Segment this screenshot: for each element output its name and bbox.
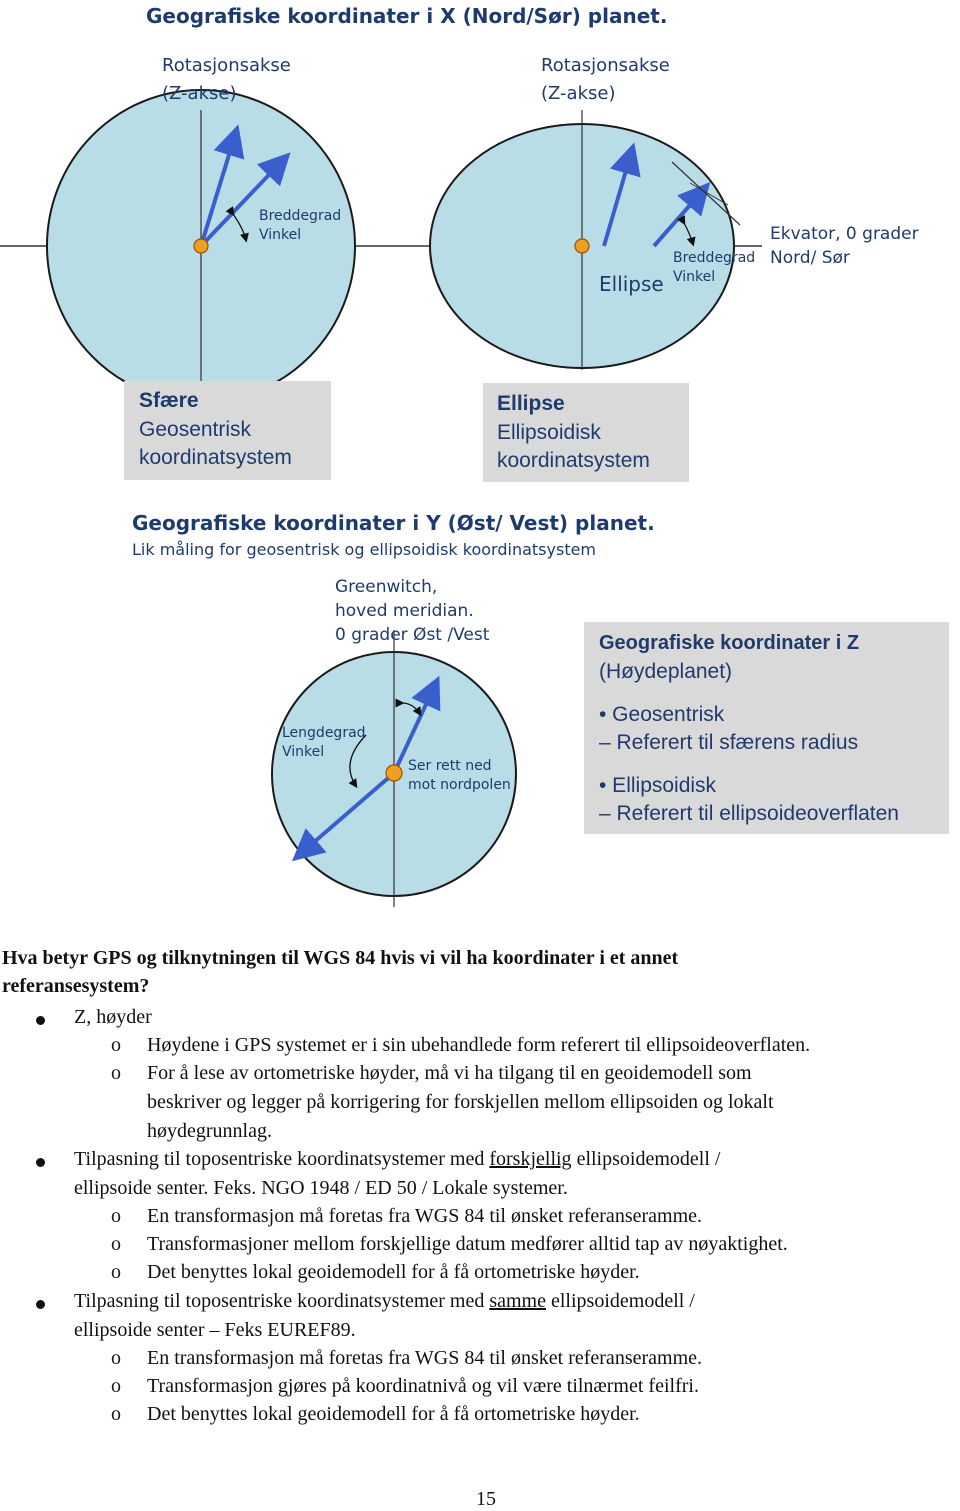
bullet-1-text: Z, høyder	[74, 1006, 152, 1028]
sphere-box-title: Sfære	[139, 389, 199, 412]
ellipse-label: Ellipse	[599, 272, 664, 296]
bullet-2-sub-2: Transformasjoner mellom forskjellige dat…	[147, 1233, 788, 1255]
bullet-1-sub-2-line-3: høydegrunnlag.	[147, 1120, 272, 1142]
z-box-item-2: • Ellipsoidisk	[599, 774, 717, 797]
sphere-angle-label-1: Breddegrad	[259, 208, 342, 224]
bullet-2-underlined: forskjellig	[489, 1148, 572, 1170]
sphere-box-line-1: Geosentrisk	[139, 418, 252, 441]
sub-marker: o	[111, 1375, 121, 1397]
z-box-subtitle: (Høydeplanet)	[599, 660, 733, 683]
sub-marker: o	[111, 1034, 121, 1056]
bullet-2-line-2: ellipsoide senter. Feks. NGO 1948 / ED 5…	[74, 1177, 568, 1199]
bullet-2-dot	[36, 1158, 45, 1167]
sphere-info-box: Sfære Geosentrisk koordinatsystem	[124, 381, 331, 480]
ellipse-angle-arc	[676, 215, 696, 247]
greenwich-label-1: Greenwitch,	[335, 577, 438, 597]
longitude-arrow	[291, 771, 396, 862]
bullet-2-text-pre: Tilpasning til toposentriske koordinatsy…	[74, 1148, 490, 1170]
sphere-arrow-lat	[199, 152, 291, 248]
z-plane-box: Geografiske koordinater i Z (Høydeplanet…	[584, 622, 949, 834]
polar-angle-arc-top	[395, 698, 422, 717]
bullet-3-sub-2: Transformasjon gjøres på koordinatnivå o…	[147, 1375, 699, 1397]
z-box-item-1: • Geosentrisk	[599, 703, 725, 726]
ellipse-box-line-1: Ellipsoidisk	[497, 421, 601, 444]
polar-angle-arc-left	[348, 734, 367, 789]
ellipse-center	[574, 238, 590, 254]
y-plane-title: Geografiske koordinater i Y (Øst/ Vest) …	[132, 511, 655, 535]
bullet-3-line-1: Tilpasning til toposentriske koordinatsy…	[74, 1290, 695, 1313]
bullet-3-text-post: ellipsoidemodell /	[546, 1290, 695, 1312]
z-box-item-1-sub: – Referert til sfærens radius	[599, 731, 859, 754]
figure-graphics	[0, 89, 762, 907]
x-plane-title: Geografiske koordinater i X (Nord/Sør) p…	[146, 4, 668, 28]
sub-marker: o	[111, 1233, 121, 1255]
greenwich-label-2: hoved meridian.	[335, 601, 474, 621]
ellipse-normal-short	[689, 182, 729, 206]
bullet-1-sub-2-line-1: For å lese av ortometriske høyder, må vi…	[147, 1062, 752, 1084]
bullet-3-sub-3: Det benyttes lokal geoidemodell for å få…	[147, 1403, 640, 1425]
sphere-angle-arc	[225, 206, 249, 243]
bullet-3-dot	[36, 1300, 45, 1309]
lengdegrad-label-2: Vinkel	[282, 744, 325, 760]
bullet-1-dot	[36, 1016, 45, 1025]
bullet-3-text-pre: Tilpasning til toposentriske koordinatsy…	[74, 1290, 490, 1312]
north-pole-label-2: mot nordpolen	[408, 777, 511, 793]
polar-center	[385, 764, 403, 782]
north-pole-label-1: Ser rett ned	[408, 758, 492, 774]
bullet-1-sub-2-line-2: beskriver og legger på korrigering for f…	[147, 1091, 774, 1113]
y-plane-subtitle: Lik måling for geosentrisk og ellipsoidi…	[132, 540, 597, 559]
ellipse-info-box: Ellipse Ellipsoidisk koordinatsystem	[483, 383, 689, 482]
bullet-2-sub-1: En transformasjon må foretas fra WGS 84 …	[147, 1205, 702, 1227]
ellipse-angle-label-2: Vinkel	[673, 269, 716, 285]
ellipse-box-title: Ellipse	[497, 392, 565, 415]
ellipse-box-line-2: koordinatsystem	[497, 449, 650, 472]
sub-marker: o	[111, 1062, 121, 1084]
sphere-center	[193, 238, 209, 254]
page-number: 15	[476, 1488, 496, 1510]
sub-marker: o	[111, 1347, 121, 1369]
sphere-box-line-2: koordinatsystem	[139, 446, 292, 469]
ellipse-arrow-axis	[602, 142, 641, 247]
ellipse-angle-label-1: Breddegrad	[673, 250, 756, 266]
z-box-title: Geografiske koordinater i Z	[599, 632, 860, 654]
bullet-2-line-1: Tilpasning til toposentriske koordinatsy…	[74, 1148, 720, 1171]
section-heading-line-1: Hva betyr GPS og tilknytningen til WGS 8…	[2, 947, 679, 969]
axis-label-left-1: Rotasjonsakse	[162, 55, 291, 76]
sub-marker: o	[111, 1403, 121, 1425]
bullet-3-underlined: samme	[489, 1290, 546, 1312]
ellipse-tangent	[671, 161, 741, 226]
sub-marker: o	[111, 1261, 121, 1283]
equator-label-2: Nord/ Sør	[770, 248, 850, 268]
sphere-angle-label-2: Vinkel	[259, 227, 302, 243]
bullet-1-sub-1: Høydene i GPS systemet er i sin ubehandl…	[147, 1034, 811, 1056]
z-box-item-2-sub: – Referert til ellipsoideoverflaten	[599, 802, 899, 825]
bullet-2-sub-3: Det benyttes lokal geoidemodell for å få…	[147, 1261, 640, 1283]
axis-label-right-2: (Z-akse)	[541, 83, 616, 104]
sphere-arrow-axis	[199, 124, 245, 247]
axis-label-left-2: (Z-akse)	[162, 83, 237, 104]
bullet-3-line-2: ellipsoide senter – Feks EUREF89.	[74, 1319, 356, 1341]
longitude-arrow-2	[392, 675, 441, 774]
axis-label-right-1: Rotasjonsakse	[541, 55, 670, 76]
bullet-2-text-post: ellipsoidemodell /	[571, 1148, 721, 1170]
equator-label-1: Ekvator, 0 grader	[770, 224, 919, 244]
bullet-3-sub-1: En transformasjon må foretas fra WGS 84 …	[147, 1347, 702, 1369]
sub-marker: o	[111, 1205, 121, 1227]
greenwich-label-3: 0 grader Øst /Vest	[335, 625, 490, 645]
lengdegrad-label-1: Lengdegrad	[282, 725, 366, 741]
section-heading-line-2: referansesystem?	[2, 975, 150, 997]
